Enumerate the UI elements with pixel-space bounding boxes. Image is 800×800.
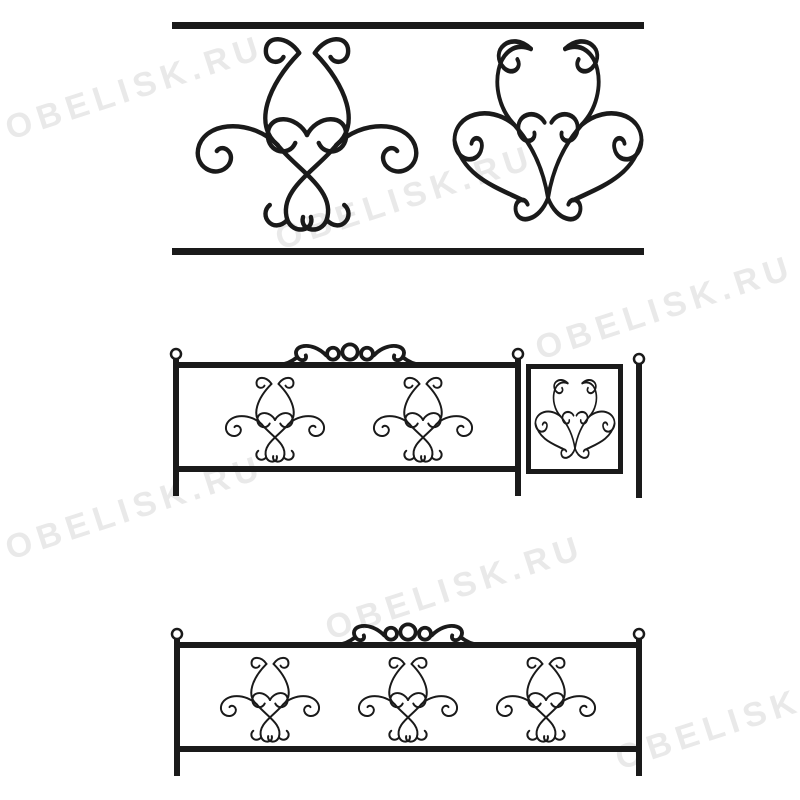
- post-finial: [169, 347, 183, 361]
- fence-with-gate-panel: [169, 342, 646, 498]
- gate-frame-bottom: [526, 469, 623, 474]
- watermark-3: OBELISK.RU: [531, 248, 799, 367]
- top-rail: [174, 642, 642, 648]
- post-finial: [170, 627, 184, 641]
- fleur-scroll-ornament: [224, 376, 326, 463]
- left-post: [174, 636, 180, 776]
- gate-frame-left: [526, 364, 531, 474]
- gate-frame-right: [618, 364, 623, 474]
- top-rail: [173, 362, 521, 368]
- gate-frame-top: [526, 364, 623, 369]
- watermark-layer: OBELISK.RU OBELISK.RU OBELISK.RU OBELISK…: [1, 28, 800, 777]
- top-rail: [172, 22, 644, 29]
- heart-scroll-ornament: [534, 378, 616, 459]
- right-post: [636, 636, 642, 776]
- post-finial: [632, 627, 646, 641]
- middle-post: [515, 356, 521, 496]
- post-finial: [632, 352, 646, 366]
- detail-section-panel: [172, 22, 644, 255]
- bottom-rail: [174, 746, 642, 752]
- fleur-scroll-ornament: [495, 656, 597, 743]
- left-post: [173, 356, 179, 496]
- top-crest-scroll: [273, 342, 427, 367]
- watermark-1: OBELISK.RU: [1, 28, 269, 147]
- top-crest-scroll: [331, 622, 485, 647]
- bottom-rail: [172, 248, 644, 255]
- watermark-5: OBELISK.RU: [321, 528, 589, 647]
- fleur-scroll-ornament: [219, 656, 321, 743]
- fleur-scroll-ornament: [357, 656, 459, 743]
- fleur-scroll-ornament: [372, 376, 474, 463]
- post-finial: [511, 347, 525, 361]
- watermark-2: OBELISK.RU: [271, 138, 539, 257]
- fence-three-section-panel: [170, 622, 646, 776]
- gate-post: [636, 360, 642, 498]
- bottom-rail: [173, 466, 521, 472]
